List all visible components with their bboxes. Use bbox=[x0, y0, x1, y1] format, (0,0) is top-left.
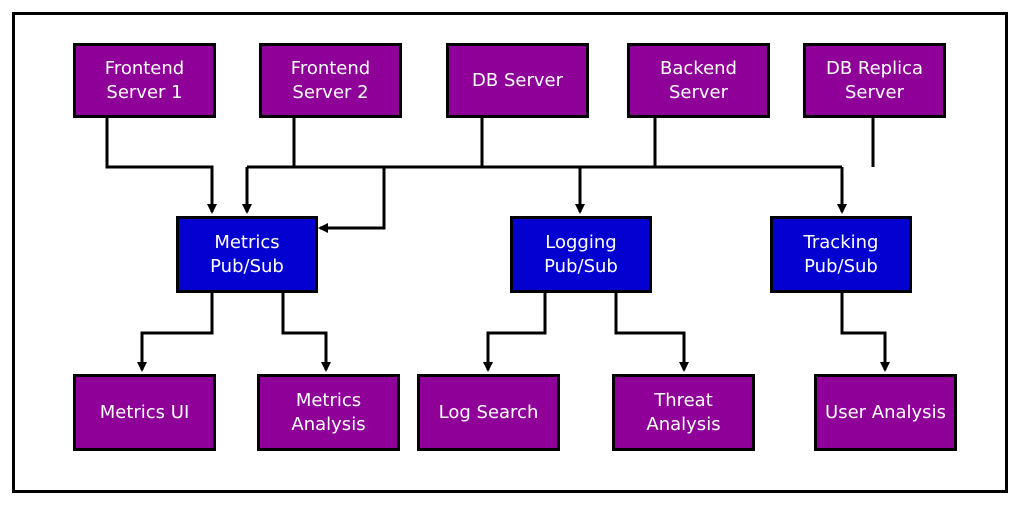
edge-frontend1-metrics bbox=[105, 118, 217, 214]
edge-logging-threat bbox=[614, 293, 689, 372]
consumer-node-metrics-analysis: Metrics Analysis bbox=[257, 374, 400, 451]
edge-bus-metrics-side bbox=[318, 167, 386, 233]
consumer-node-metrics-ui: Metrics UI bbox=[73, 374, 216, 451]
edge-metrics-metricsui bbox=[137, 293, 214, 372]
pubsub-node-metrics: Metrics Pub/Sub bbox=[176, 216, 318, 293]
server-node-dbreplica: DB Replica Server bbox=[803, 43, 946, 118]
server-node-frontend2: Frontend Server 2 bbox=[259, 43, 402, 118]
server-node-frontend1: Frontend Server 1 bbox=[73, 43, 216, 118]
edge-tracking-useranalysis bbox=[840, 293, 890, 372]
server-node-backend: Backend Server bbox=[627, 43, 770, 118]
edge-metrics-metricsanalysis bbox=[281, 293, 331, 372]
server-node-db: DB Server bbox=[446, 43, 589, 118]
consumer-node-user-analysis: User Analysis bbox=[814, 374, 957, 451]
edge-logging-logsearch bbox=[483, 293, 547, 372]
diagram-frame bbox=[12, 12, 1008, 493]
consumer-node-threat-analysis: Threat Analysis bbox=[612, 374, 755, 451]
pubsub-node-tracking: Tracking Pub/Sub bbox=[770, 216, 912, 293]
pubsub-node-logging: Logging Pub/Sub bbox=[510, 216, 652, 293]
consumer-node-log-search: Log Search bbox=[417, 374, 560, 451]
